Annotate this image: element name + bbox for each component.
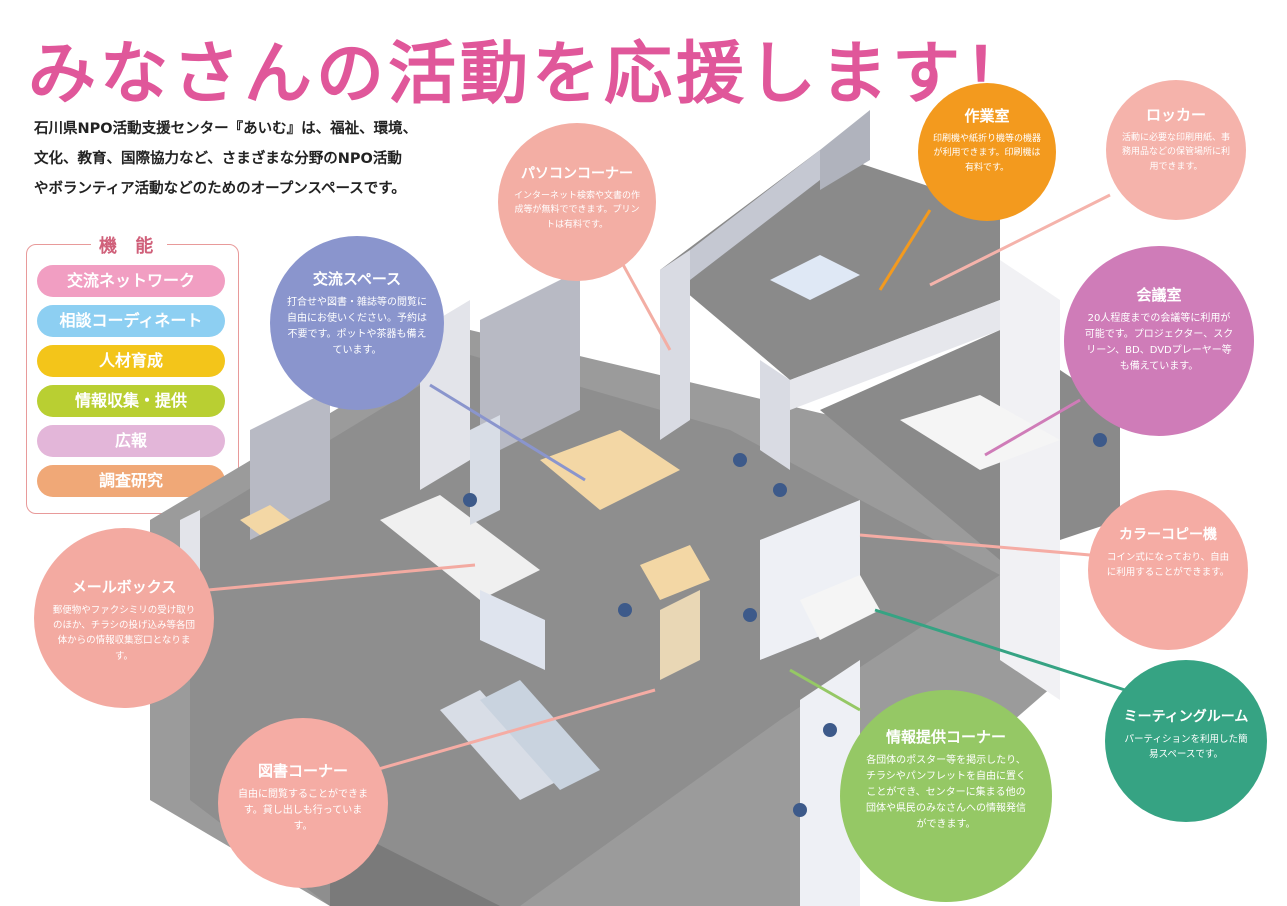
shelf — [480, 680, 600, 790]
table — [900, 395, 1060, 470]
bubble-locker: ロッカー 活動に必要な印刷用紙、事務用品などの保管場所に利用できます。 — [1106, 80, 1246, 220]
connector-locker — [929, 193, 1111, 287]
bubble-desc: コイン式になっており、自由に利用することができます。 — [1106, 552, 1230, 579]
bubble-title: 会議室 — [1136, 286, 1182, 304]
wall — [800, 660, 860, 906]
bubble-desc: 自由に閲覧することができます。貸し出しも行っています。 — [238, 789, 368, 832]
bubble-desc: 郵便物やファクシミリの受け取りのほか、チラシの投げ込み等各団体からの情報収集窓口… — [52, 605, 196, 662]
table — [800, 575, 880, 640]
person-figure — [823, 723, 837, 737]
bubble-title: パソコンコーナー — [521, 166, 633, 182]
wall — [760, 360, 790, 470]
wall — [790, 300, 1000, 410]
bubble-desc: 活動に必要な印刷用紙、事務用品などの保管場所に利用できます。 — [1121, 133, 1230, 172]
connector-workroom — [878, 209, 932, 291]
person-figure — [793, 803, 807, 817]
person-figure — [1093, 433, 1107, 447]
bubble-pc-corner: パソコンコーナー インターネット検索や文書の作成等が無料でできます。プリントは有… — [498, 123, 656, 281]
wall — [690, 150, 820, 280]
wall — [660, 250, 690, 440]
intro-line: 文化、教育、国際協力など、さまざまな分野のNPO活動 — [34, 151, 402, 167]
bubble-title: カラーコピー機 — [1119, 527, 1217, 543]
counter — [480, 590, 545, 670]
functions-heading: 機 能 — [91, 232, 168, 258]
bubble-library: 図書コーナー 自由に閲覧することができます。貸し出しも行っています。 — [218, 718, 388, 888]
window-wall — [480, 270, 580, 460]
intro-text: 石川県NPO活動支援センター『あいむ』は、福祉、環境、 文化、教育、国際協力など… — [34, 114, 418, 204]
wall — [1000, 260, 1060, 700]
person-figure — [463, 493, 477, 507]
bubble-title: 図書コーナー — [257, 762, 348, 780]
function-pill: 相談コーディネート — [37, 305, 225, 337]
bubble-title: 情報提供コーナー — [885, 728, 1006, 746]
function-pill: 交流ネットワーク — [37, 265, 225, 297]
main-floor — [190, 355, 1000, 906]
bubble-desc: 20人程度までの会議等に利用が可能です。プロジェクター、スクリーン、BD、DVD… — [1084, 313, 1234, 372]
bubble-desc: 打合せや図書・雑誌等の閲覧に自由にお使いください。予約は不要です。ポットや茶器も… — [287, 297, 427, 356]
bubble-info-corner: 情報提供コーナー 各団体のポスター等を掲示したり、チラシやパンフレットを自由に置… — [840, 690, 1052, 902]
intro-line: やボランティア活動などのためのオープンスペースです。 — [34, 181, 406, 197]
table — [240, 505, 290, 535]
shelf — [470, 415, 500, 525]
connector-color-copier — [859, 533, 1091, 557]
function-pill: 調査研究 — [37, 465, 225, 497]
person-figure — [773, 483, 787, 497]
functions-box: 機 能 交流ネットワーク 相談コーディネート 人材育成 情報収集・提供 広報 調… — [26, 232, 239, 514]
connector-meeting-booth — [874, 608, 1126, 692]
bubble-color-copier: カラーコピー機 コイン式になっており、自由に利用することができます。 — [1088, 490, 1248, 650]
bubble-title: メールボックス — [71, 578, 177, 596]
table — [640, 545, 710, 600]
person-figure — [618, 603, 632, 617]
person-figure — [733, 453, 747, 467]
wall — [820, 110, 870, 190]
table — [770, 255, 860, 300]
connector-meeting-room — [984, 398, 1081, 457]
counter — [380, 495, 540, 600]
intro-line: 石川県NPO活動支援センター『あいむ』は、福祉、環境、 — [34, 121, 418, 137]
bubble-meeting-booth: ミーティングルーム パーティションを利用した簡易スペースです。 — [1105, 660, 1267, 822]
bubble-workroom: 作業室 印刷機や紙折り機等の機器が利用できます。印刷機は有料です。 — [918, 83, 1056, 221]
function-pill: 情報収集・提供 — [37, 385, 225, 417]
bubble-title: ミーティングルーム — [1123, 709, 1249, 725]
function-pill: 人材育成 — [37, 345, 225, 377]
bubble-desc: 各団体のポスター等を掲示したり、チラシやパンフレットを自由に置くことができ、セン… — [866, 755, 1026, 830]
bubble-desc: インターネット検索や文書の作成等が無料でできます。プリントは有料です。 — [513, 191, 640, 230]
bubble-title: 交流スペース — [312, 270, 402, 288]
connector-mailbox — [207, 563, 476, 592]
display-rack — [660, 590, 700, 680]
bubble-desc: 印刷機や紙折り機等の機器が利用できます。印刷機は有料です。 — [932, 134, 1041, 173]
person-figure — [743, 608, 757, 622]
connector-pc-corner — [613, 249, 672, 351]
bubble-title: 作業室 — [964, 107, 1010, 125]
bubble-exchange-space: 交流スペース 打合せや図書・雑誌等の閲覧に自由にお使いください。予約は不要です。… — [270, 236, 444, 410]
bubble-title: ロッカー — [1145, 106, 1206, 124]
window-wall — [250, 390, 330, 540]
connector-info-corner — [789, 668, 861, 712]
table — [540, 430, 680, 510]
bubble-desc: パーティションを利用した簡易スペースです。 — [1124, 734, 1248, 761]
page-title: みなさんの活動を応援します！ — [28, 35, 1037, 114]
connector-exchange-space — [429, 383, 586, 482]
connector-library — [374, 688, 656, 772]
function-pill: 広報 — [37, 425, 225, 457]
bubble-mailbox: メールボックス 郵便物やファクシミリの受け取りのほか、チラシの投げ込み等各団体か… — [34, 528, 214, 708]
shelf — [440, 690, 560, 800]
bubble-meeting-room: 会議室 20人程度までの会議等に利用が可能です。プロジェクター、スクリーン、BD… — [1064, 246, 1254, 436]
